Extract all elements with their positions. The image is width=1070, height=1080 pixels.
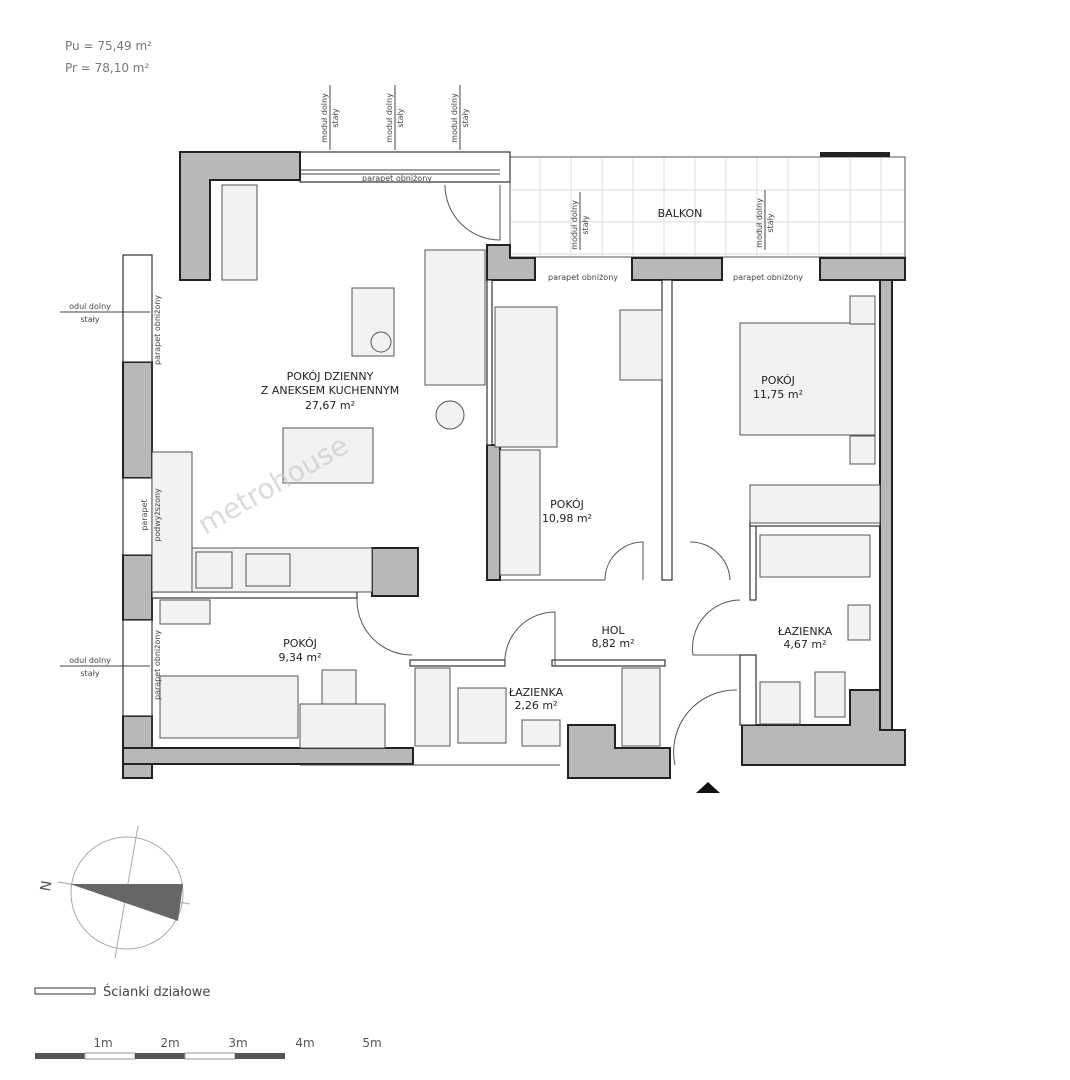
parapet-balcony-1: parapet obniżony <box>548 273 618 282</box>
module-label-5: moduł dolny <box>755 198 764 248</box>
scale-tick-4: 4m <box>295 1036 314 1050</box>
total-area-label: Pr = 78,10 m² <box>65 61 150 75</box>
room-4-label: POKÓJ <box>283 637 317 650</box>
module-label-3: stały <box>461 108 470 127</box>
interior-walls <box>151 279 881 766</box>
room-2-area: 10,98 m² <box>542 512 592 525</box>
usable-area-label: Pu = 75,49 m² <box>65 39 152 53</box>
bathroom-1-label: ŁAZIENKA <box>777 625 833 638</box>
balcony <box>509 152 906 258</box>
scale-bar: 1m 2m 3m 4m 5m <box>35 1036 382 1060</box>
watermark: metrohouse <box>192 429 354 542</box>
legend: Ścianki działowe <box>34 984 210 1000</box>
bathroom-2-area: 2,26 m² <box>514 699 557 712</box>
balcony-label: BALKON <box>658 207 703 220</box>
module-label-4: moduł dolny <box>570 200 579 250</box>
compass-icon: N <box>38 825 191 959</box>
module-left-1-a: odul dolny <box>69 302 111 311</box>
parapet-balcony-2: parapet obniżony <box>733 273 803 282</box>
living-room-area: 27,67 m² <box>305 399 355 412</box>
room-2-label: POKÓJ <box>550 498 584 511</box>
room-4-area: 9,34 m² <box>278 651 321 664</box>
annotations: parapet obniżony parapet obniżony parape… <box>60 85 803 700</box>
module-left-2-b: stały <box>80 669 99 678</box>
entrance-arrow-icon <box>696 782 720 793</box>
scale-tick-3: 3m <box>228 1036 247 1050</box>
parapet-raised-1: parapet <box>140 499 149 530</box>
parapet-raised-2: podwyższony <box>153 488 162 542</box>
scale-tick-5: 5m <box>362 1036 381 1050</box>
module-left-1-b: stały <box>80 315 99 324</box>
left-windows <box>122 254 153 717</box>
room-labels: POKÓJ DZIENNY Z ANEKSEM KUCHENNYM 27,67 … <box>261 207 833 712</box>
module-label-5: stały <box>766 213 775 232</box>
north-label: N <box>38 880 56 893</box>
bathroom-2-label: ŁAZIENKA <box>508 686 564 699</box>
module-label-2: stały <box>396 108 405 127</box>
furniture <box>151 184 876 749</box>
module-left-2-a: odul dolny <box>69 656 111 665</box>
module-label-4: stały <box>581 215 590 234</box>
module-label-3: moduł dolny <box>450 93 459 143</box>
living-room-label: POKÓJ DZIENNY <box>287 370 374 383</box>
parapet-top: parapet obniżony <box>362 174 432 183</box>
scale-tick-1: 1m <box>93 1036 112 1050</box>
hall-label: HOL <box>601 624 625 637</box>
bathroom-1-area: 4,67 m² <box>783 638 826 651</box>
parapet-left-1: parapet obniżony <box>153 295 162 365</box>
living-room-label-2: Z ANEKSEM KUCHENNYM <box>261 384 399 397</box>
module-label-1: stały <box>331 108 340 127</box>
room-3-area: 11,75 m² <box>753 388 803 401</box>
hall-area: 8,82 m² <box>591 637 634 650</box>
room-3-label: POKÓJ <box>761 374 795 387</box>
scale-tick-2: 2m <box>160 1036 179 1050</box>
parapet-left-2: parapet obniżony <box>153 630 162 700</box>
module-label-1: moduł dolny <box>320 93 329 143</box>
module-label-2: moduł dolny <box>385 93 394 143</box>
legend-partition-walls: Ścianki działowe <box>103 984 210 1000</box>
doors <box>356 184 741 766</box>
